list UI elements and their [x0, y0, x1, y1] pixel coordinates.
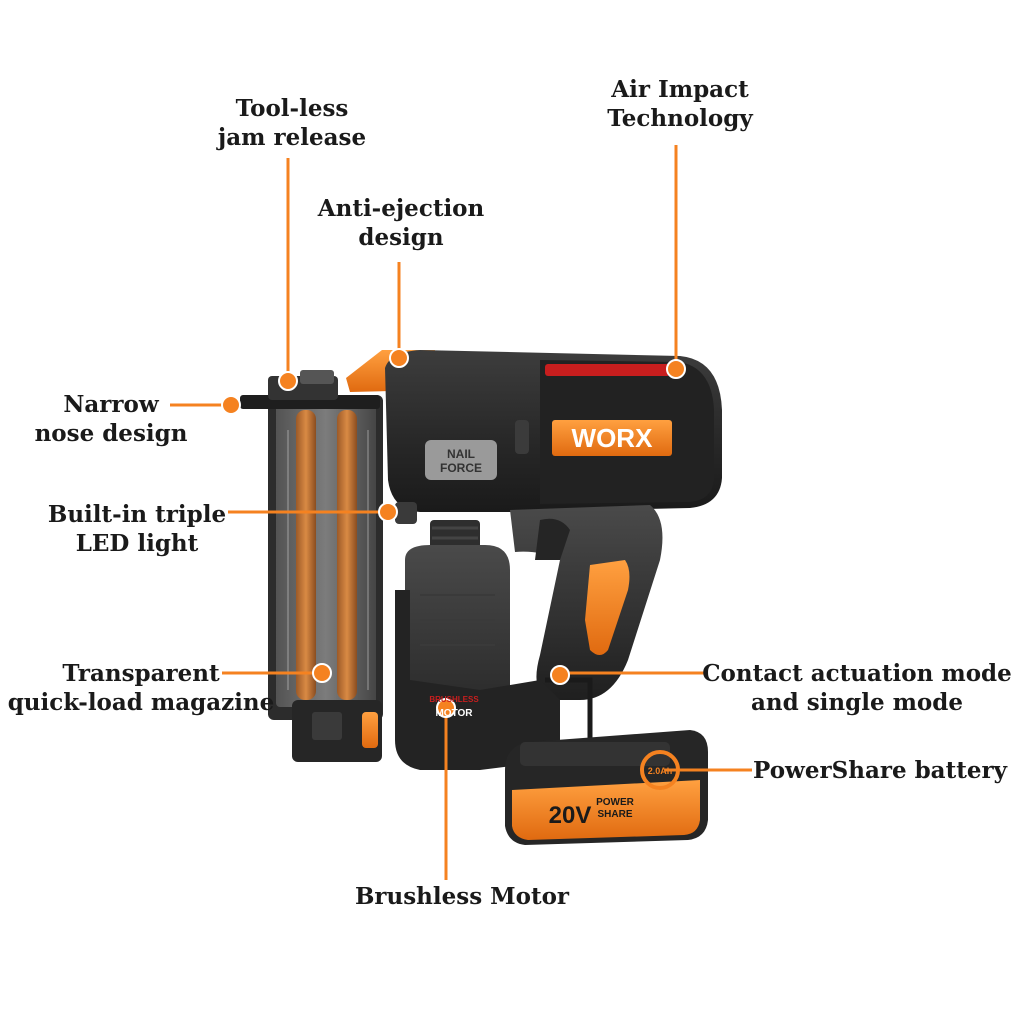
- callout-built-in-led-light: Built-in triple LED light: [47, 501, 227, 557]
- battery-capacity-text: 2.0Ah: [648, 766, 673, 776]
- magazine-tube-right: [337, 410, 357, 700]
- callout-transparent-magazine: Transparent quick-load magazine: [7, 660, 275, 716]
- battery-voltage-text: 20V: [549, 802, 592, 829]
- callout-contact-actuation-mode: Contact actuation mode and single mode: [702, 660, 1012, 716]
- battery-pack: [505, 730, 708, 845]
- trigger: [535, 518, 570, 560]
- callout-anti-ejection-design: Anti-ejection design: [317, 195, 485, 251]
- brand-logo-text: WORX: [572, 423, 654, 453]
- brushless-badge-text-2: MOTOR: [435, 708, 473, 719]
- leader-dots: [221, 348, 686, 718]
- handle-grip-accent: [585, 560, 630, 655]
- brushless-badge-text-1: BRUSHLESS: [429, 695, 479, 704]
- nailforce-badge: [425, 440, 497, 480]
- battery-powershare-text-1: POWER: [596, 797, 635, 808]
- red-accent-strip: [545, 364, 670, 376]
- nailforce-text-1: NAIL: [447, 447, 475, 461]
- led-housing: [395, 502, 417, 524]
- brand-plate: [552, 420, 672, 456]
- nose-assembly: [240, 370, 380, 409]
- callout-powershare-battery: PowerShare battery: [753, 757, 1007, 784]
- callout-air-impact-technology: Air Impact Technology: [607, 76, 753, 132]
- battery-orange-band: [512, 780, 700, 840]
- magazine-tube-left: [296, 410, 316, 700]
- callout-brushless-motor: Brushless Motor: [354, 883, 570, 910]
- nailforce-text-2: FORCE: [440, 461, 482, 475]
- magazine: [268, 395, 383, 762]
- tool-head: [385, 350, 722, 512]
- base-frame: [395, 590, 560, 770]
- callout-narrow-nose-design: Narrow nose design: [34, 391, 188, 447]
- callout-tool-less-jam-release: Tool-less jam release: [217, 95, 367, 151]
- leader-lines: [170, 145, 752, 880]
- handle: [510, 505, 663, 700]
- battery-powershare-text-2: SHARE: [597, 809, 632, 820]
